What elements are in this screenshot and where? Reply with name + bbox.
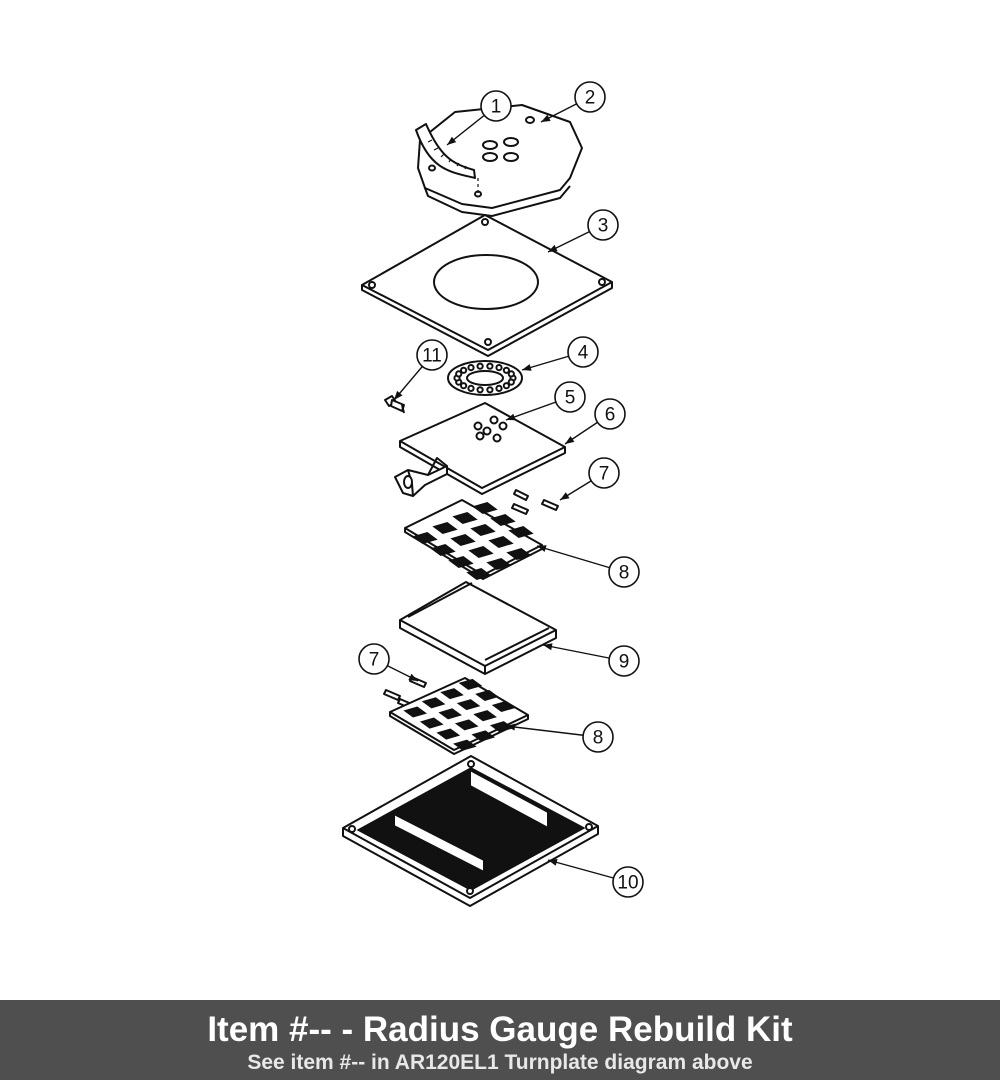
callout-4: 4: [521, 336, 599, 371]
exploded-parts-diagram: 1 2 3 4 5 6 7 8 9 7 8 10 11: [342, 81, 644, 907]
part-8-slotted-plate-upper: [404, 499, 543, 580]
part-10-base-frame: [342, 755, 599, 907]
callout-2: 2: [540, 81, 606, 123]
callout-number: 3: [598, 216, 609, 237]
callout-1: 1: [446, 90, 512, 146]
callout-5: 5: [505, 381, 586, 421]
footer-banner: Item #-- - Radius Gauge Rebuild Kit See …: [0, 1000, 1000, 1080]
part-7-dowel-pins-upper: [511, 489, 559, 515]
callout-number: 7: [369, 650, 380, 671]
callout-7: 7: [559, 457, 620, 501]
callout-number: 8: [619, 563, 630, 584]
callout-number: 5: [565, 388, 576, 409]
callout-7: 7: [358, 643, 419, 682]
part-1-radius-gauge-scale: [415, 123, 479, 196]
callout-number: 10: [617, 873, 638, 894]
part-5-plate-pins: [473, 415, 508, 443]
callout-3: 3: [547, 209, 619, 253]
callout-9: 9: [542, 643, 640, 677]
callout-number: 11: [422, 346, 442, 367]
callout-8: 8: [505, 721, 614, 753]
callout-11: 11: [393, 339, 448, 401]
part-4-bearing-ring: [447, 360, 523, 396]
callout-layer: 1 2 3 4 5 6 7 8 9 7 8 10 11: [358, 81, 644, 898]
part-6-bracket-plate: [394, 402, 566, 497]
callout-10: 10: [547, 859, 644, 898]
callout-6: 6: [564, 398, 626, 445]
callout-number: 1: [491, 97, 502, 118]
callout-number: 8: [593, 728, 604, 749]
part-2-top-cover: [417, 104, 583, 217]
callout-8: 8: [536, 545, 640, 588]
callout-number: 6: [605, 405, 616, 426]
footer-title: Item #-- - Radius Gauge Rebuild Kit: [207, 1010, 793, 1049]
part-3-square-plate: [361, 214, 613, 357]
part-11-thumb-screw: [384, 395, 405, 414]
part-9-channel-tray: [399, 581, 557, 675]
callout-number: 4: [578, 343, 589, 364]
callout-number: 7: [599, 464, 610, 485]
part-8-slotted-plate-lower: [389, 677, 529, 755]
callout-number: 9: [619, 652, 630, 673]
callout-number: 2: [585, 88, 596, 109]
footer-subtitle: See item #-- in AR120EL1 Turnplate diagr…: [247, 1051, 753, 1074]
